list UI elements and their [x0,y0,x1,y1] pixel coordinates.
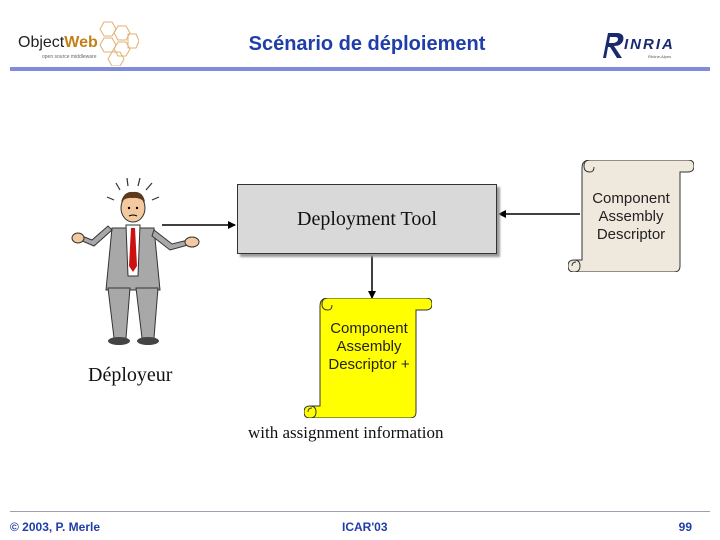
input-descriptor-line-1: Component [592,190,670,207]
objectweb-logo: ObjectWeb open source middleware [14,20,139,68]
confused-businessman-icon [71,178,200,345]
scroll-icon [304,298,432,418]
actor-label: Déployeur [88,364,173,386]
input-descriptor-line-3: Descriptor [596,226,666,243]
logo-object-text: Object [18,34,65,51]
deployment-tool-box: Deployment Tool [237,184,497,254]
deployment-tool-label: Deployment Tool [297,207,437,230]
logo-tagline: open source middleware [42,54,97,60]
output-descriptor-line-1: Component [330,320,408,337]
page-number: 99 [678,520,692,534]
footer-rule [10,511,710,512]
inria-text: INRIA [624,36,675,53]
honeycomb-icon [99,21,139,66]
inria-logo: INRIA Rhône-Alpes [600,30,678,62]
footer-event: ICAR'03 [342,520,388,534]
output-descriptor-line-3: Descriptor + [328,356,410,373]
output-caption: with assignment information [248,423,444,442]
scroll-icon [568,160,694,272]
inria-r-icon [603,33,624,58]
output-descriptor-line-2: Assembly [336,338,402,355]
input-descriptor-line-2: Assembly [598,208,664,225]
page-title: Scénario de déploiement [248,33,486,55]
footer-copyright: © 2003, P. Merle [10,520,101,534]
output-descriptor-scroll: Component Assembly Descriptor + [304,298,432,418]
header-rule [10,67,710,71]
input-descriptor-scroll: Component Assembly Descriptor [568,160,694,272]
inria-tagline: Rhône-Alpes [648,54,672,59]
logo-web-text: Web [64,34,98,51]
